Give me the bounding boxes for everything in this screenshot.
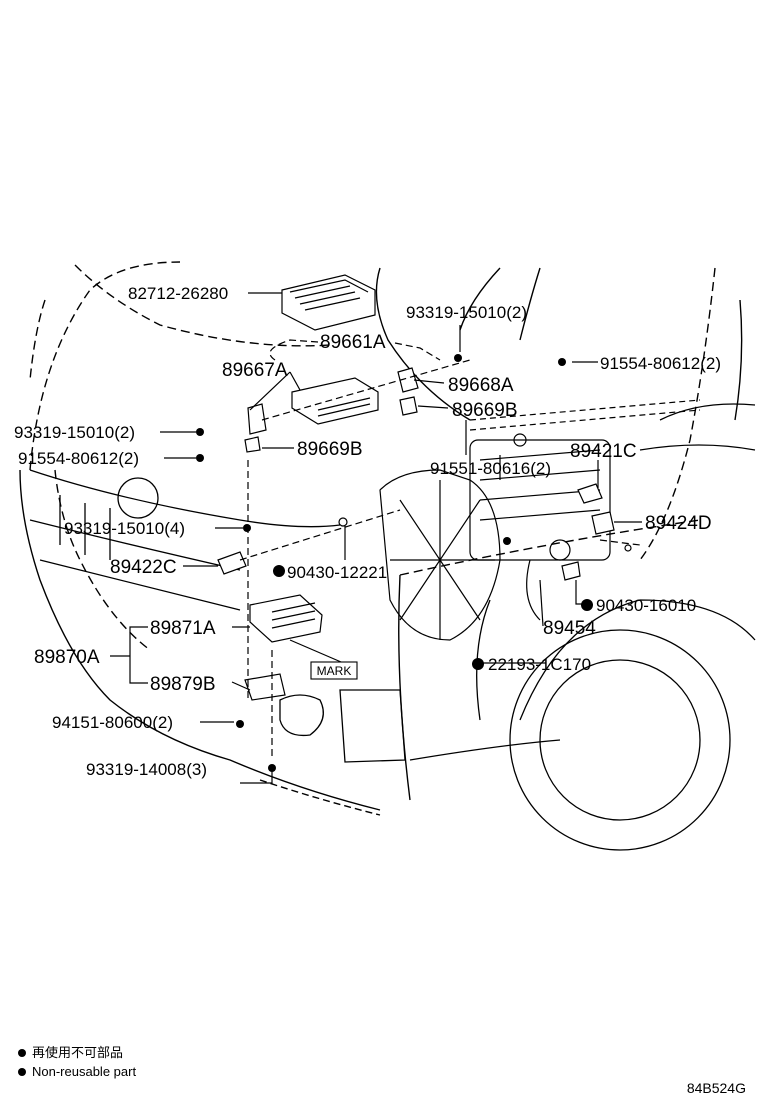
non-reusable-markers xyxy=(273,565,593,670)
part-label-89669B-a: 89669B xyxy=(452,400,518,421)
part-label-89661A: 89661A xyxy=(320,332,386,353)
part-label-89454: 89454 xyxy=(543,618,596,639)
brackets xyxy=(244,367,419,453)
diagram-reference-code: 84B524G xyxy=(686,1080,746,1096)
sensors xyxy=(217,483,632,581)
relay-block-part xyxy=(281,274,376,331)
legend-text-jp: 再使用不可部品 xyxy=(32,1045,124,1060)
vehicle-body-outline xyxy=(19,261,743,816)
part-label-93319-14008: 93319-14008(3) xyxy=(86,760,207,779)
part-label-22193-1C170: 22193-1C170 xyxy=(488,655,591,674)
bolts xyxy=(196,354,566,772)
legend-row-jp: 再使用不可部品 xyxy=(18,1043,136,1062)
non-reusable-icon xyxy=(18,1048,26,1057)
engine-assembly xyxy=(379,399,701,641)
part-label-89421C: 89421C xyxy=(570,441,637,462)
non-reusable-icon xyxy=(273,565,285,577)
part-label-91554-80612-b: 91554-80612(2) xyxy=(18,449,139,468)
mark-label: MARK xyxy=(317,664,352,678)
fender-and-wheel xyxy=(279,403,756,851)
part-label-90430-12221: 90430-12221 xyxy=(287,563,387,582)
part-label-89667A: 89667A xyxy=(222,360,288,381)
leader-lines xyxy=(110,292,642,784)
legend-text-en: Non-reusable part xyxy=(32,1064,137,1079)
legend-row-en: Non-reusable part xyxy=(18,1062,136,1081)
non-reusable-icon xyxy=(581,599,593,611)
non-reusable-icon xyxy=(472,658,484,670)
part-label-90430-16010: 90430-16010 xyxy=(596,596,696,615)
part-label-89870A: 89870A xyxy=(34,647,100,668)
non-reusable-icon xyxy=(18,1067,26,1076)
part-label-89668A: 89668A xyxy=(448,375,514,396)
airbag-sensor-box-part xyxy=(244,594,323,701)
part-label-89871A: 89871A xyxy=(150,618,216,639)
part-label-89669B-b: 89669B xyxy=(297,439,363,460)
part-label-94151-80600: 94151-80600(2) xyxy=(52,713,173,732)
part-label-82712-26280: 82712-26280 xyxy=(128,284,228,303)
part-label-91554-80612-a: 91554-80612(2) xyxy=(600,354,721,373)
part-label-89422C: 89422C xyxy=(110,557,177,578)
part-label-91551-80616: 91551-80616(2) xyxy=(430,459,551,478)
part-label-93319-15010-b: 93319-15010(2) xyxy=(14,423,135,442)
mark-box xyxy=(310,661,358,680)
part-label-93319-15010-a: 93319-15010(2) xyxy=(406,303,527,322)
ecu-part xyxy=(291,377,379,425)
part-label-89879B: 89879B xyxy=(150,674,216,695)
part-label-89424D: 89424D xyxy=(645,513,712,534)
part-label-93319-15010-c: 93319-15010(4) xyxy=(64,519,185,538)
grille-outline xyxy=(29,469,341,611)
legend: 再使用不可部品 Non-reusable part xyxy=(18,1043,136,1081)
